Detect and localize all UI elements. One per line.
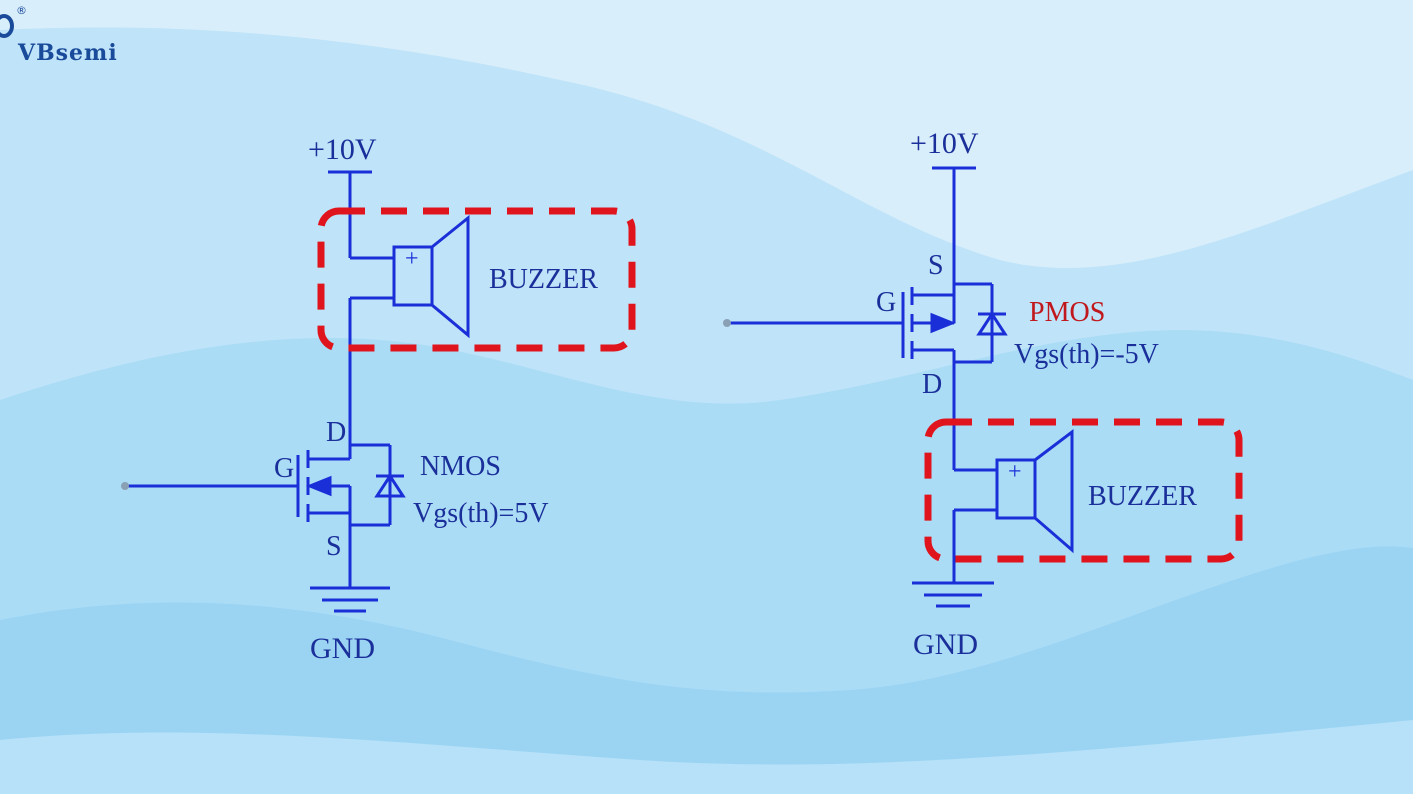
pmos-threshold-label: Vgs(th)=-5V: [1014, 339, 1159, 370]
nmos-buzzer-horn: [430, 214, 470, 339]
nmos-drain-label: D: [326, 417, 346, 448]
pmos-diode-icon: [976, 311, 1008, 336]
logo-text: VBsemi: [18, 40, 118, 66]
nmos-source-label: S: [326, 531, 342, 562]
nmos-ground-label: GND: [310, 632, 375, 665]
nmos-buzzer-label: BUZZER: [489, 264, 598, 295]
wave-bottom: [0, 720, 1413, 794]
nmos-diode-icon: [374, 473, 406, 498]
vbsemi-logo: ® VBsemi: [0, 0, 160, 70]
registered-mark: ®: [16, 4, 27, 17]
pmos-buzzer-horn: [1033, 428, 1074, 554]
pmos-drain-label: D: [922, 369, 942, 400]
nmos-supply-label: +10V: [308, 133, 377, 166]
nmos-circuit: [126, 170, 470, 613]
wave-low: [0, 546, 1413, 794]
pmos-source-label: S: [928, 250, 944, 281]
nmos-threshold-label: Vgs(th)=5V: [413, 498, 549, 529]
logo-mark-icon: [0, 14, 14, 38]
nmos-gate-label: G: [274, 453, 294, 484]
pmos-gate-input-dot: [723, 319, 731, 327]
wave-light-top: [0, 0, 1413, 268]
nmos-device-label: NMOS: [420, 451, 501, 482]
nmos-body-arrow-icon: [305, 475, 332, 497]
pmos-buzzer-label: BUZZER: [1088, 481, 1197, 512]
pmos-device-label: PMOS: [1029, 297, 1105, 328]
nmos-buzzer-highlight: [317, 207, 636, 352]
pmos-gate-label: G: [876, 287, 896, 318]
pmos-ground-label: GND: [913, 628, 978, 661]
nmos-gate-input-dot: [121, 482, 129, 490]
pmos-body-arrow-icon: [930, 312, 957, 334]
pmos-supply-label: +10V: [910, 127, 979, 160]
pmos-buzzer-plus-label: +: [1008, 459, 1022, 485]
pmos-buzzer-highlight: [924, 418, 1243, 563]
pmos-circuit: [728, 166, 1074, 608]
nmos-buzzer-plus-label: +: [405, 246, 419, 272]
